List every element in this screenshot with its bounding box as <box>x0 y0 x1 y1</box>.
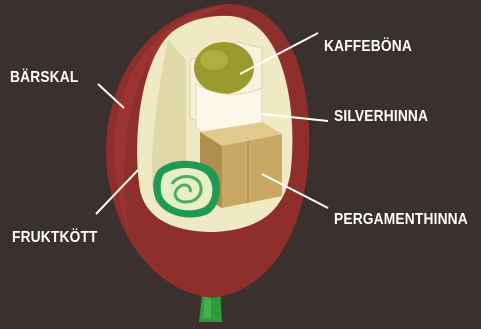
parchment-front <box>222 134 282 208</box>
label-pulp: FRUKTKÖTT <box>12 229 98 247</box>
label-parchment: PERGAMENTHINNA <box>334 211 468 229</box>
coffee-bean-highlight <box>200 50 228 70</box>
label-berry-skin: BÄRSKAL <box>10 69 78 87</box>
label-coffee-bean: KAFFEBÖNA <box>324 38 412 56</box>
label-silver-skin: SILVERHINNA <box>334 108 428 126</box>
coffee-bean-shape <box>194 42 254 94</box>
